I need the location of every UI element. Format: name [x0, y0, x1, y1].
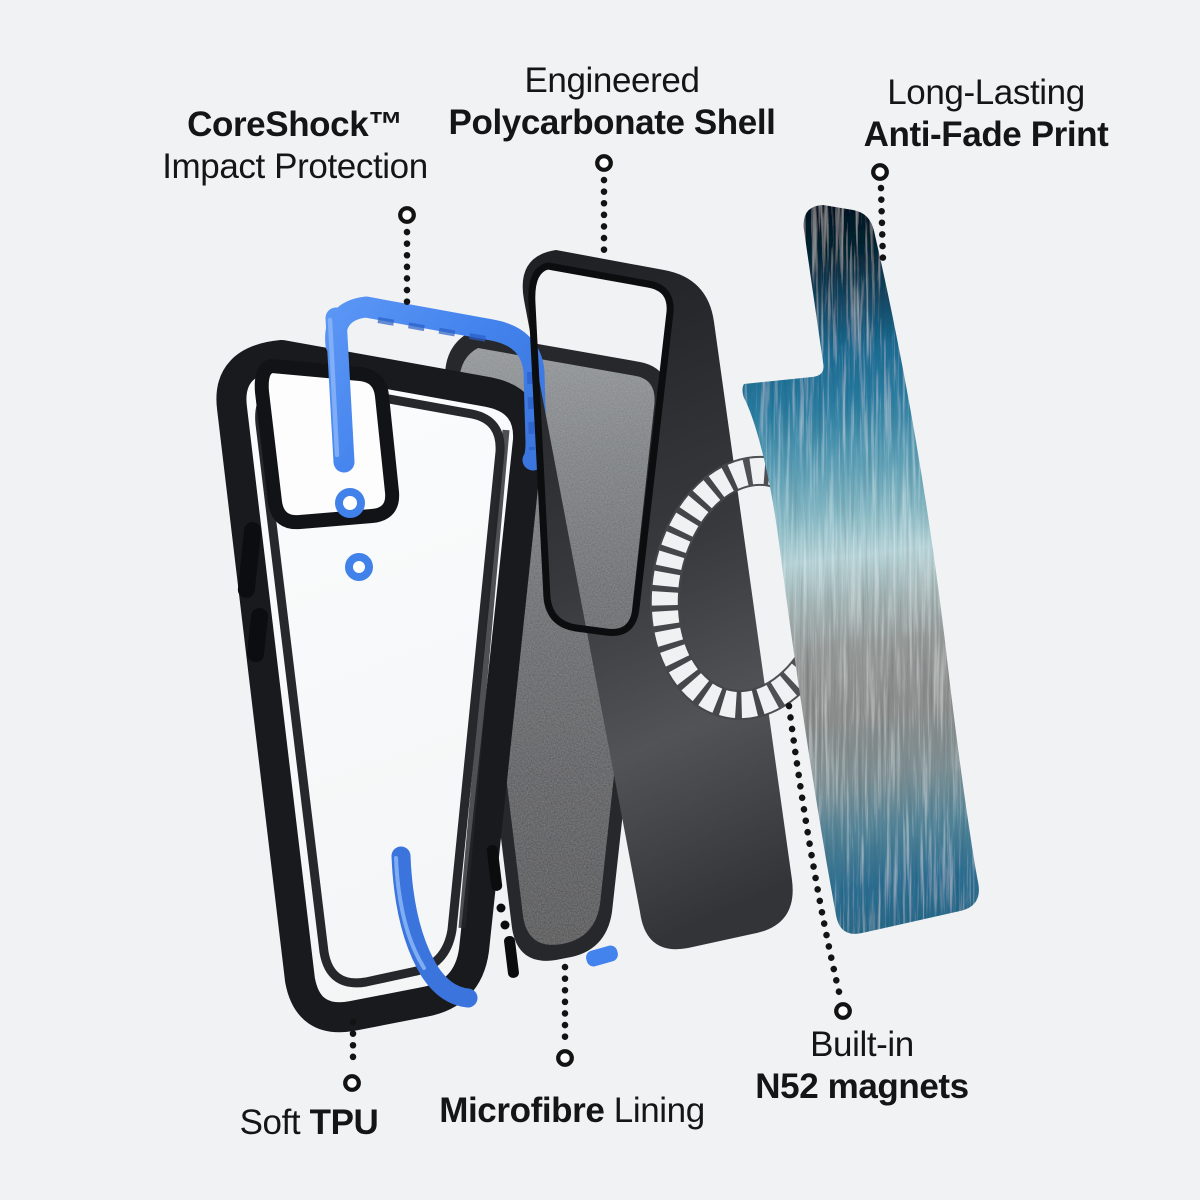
polycarbonate-shell-camera-rim — [528, 262, 674, 636]
callout-tpu-pre: Soft — [239, 1103, 310, 1142]
callout-antifade-pretitle: Long-Lasting — [887, 73, 1085, 112]
callout-coreshock: CoreShock™ Impact Protection — [162, 104, 428, 188]
leader-lines — [343, 154, 889, 1092]
callout-microfibre: Microfibre Lining — [439, 1090, 705, 1132]
callout-microfibre-post: Lining — [604, 1091, 705, 1130]
callout-tpu-title: TPU — [309, 1103, 379, 1142]
bumper-port-cutouts — [486, 845, 519, 978]
leader-tpu — [343, 1018, 361, 1092]
coreshock-frame-texture — [377, 317, 493, 343]
callout-antifade-title: Anti-Fade Print — [863, 115, 1109, 154]
callout-tpu: Soft TPU — [240, 1102, 379, 1144]
bumper-inner-edge-line — [458, 429, 510, 929]
leader-magnets — [785, 702, 852, 1020]
coreshock-insert — [325, 296, 547, 473]
backplate-shape — [742, 205, 979, 934]
clear-bumper-case — [216, 340, 544, 1033]
coreshock-frame-left-arm — [325, 307, 355, 473]
leader-antifade — [871, 163, 889, 266]
callout-coreshock-subtitle: Impact Protection — [162, 147, 428, 186]
leader-polycarbonate — [595, 154, 613, 256]
callout-coreshock-title: CoreShock™ — [187, 105, 403, 144]
callout-polycarbonate: Engineered Polycarbonate Shell — [449, 60, 776, 144]
callout-microfibre-title: Microfibre — [439, 1091, 605, 1130]
bumper-side-buttons — [237, 522, 268, 663]
callout-polycarbonate-title: Polycarbonate Shell — [448, 103, 776, 142]
blue-tpu-bottom-strip — [391, 846, 478, 1008]
callout-magnets-title: N52 magnets — [755, 1067, 969, 1106]
leader-coreshock — [398, 206, 416, 310]
microfibre-shell-blue-tab — [586, 945, 618, 967]
callout-magnets-pretitle: Built-in — [810, 1025, 914, 1064]
coreshock-frame-highlight — [327, 317, 340, 458]
printed-backplate — [742, 205, 979, 934]
callout-polycarbonate-pretitle: Engineered — [524, 61, 700, 100]
leader-microfibre — [556, 963, 574, 1067]
blue-ring-accent-2 — [345, 553, 373, 581]
blue-tpu-bottom-strip-highlight — [394, 856, 426, 970]
camera-cutout-frame — [254, 359, 400, 530]
callout-magnets: Built-in N52 magnets — [755, 1024, 969, 1108]
callout-antifade: Long-Lasting Anti-Fade Print — [864, 72, 1109, 156]
blue-ring-accent-1 — [335, 488, 365, 518]
